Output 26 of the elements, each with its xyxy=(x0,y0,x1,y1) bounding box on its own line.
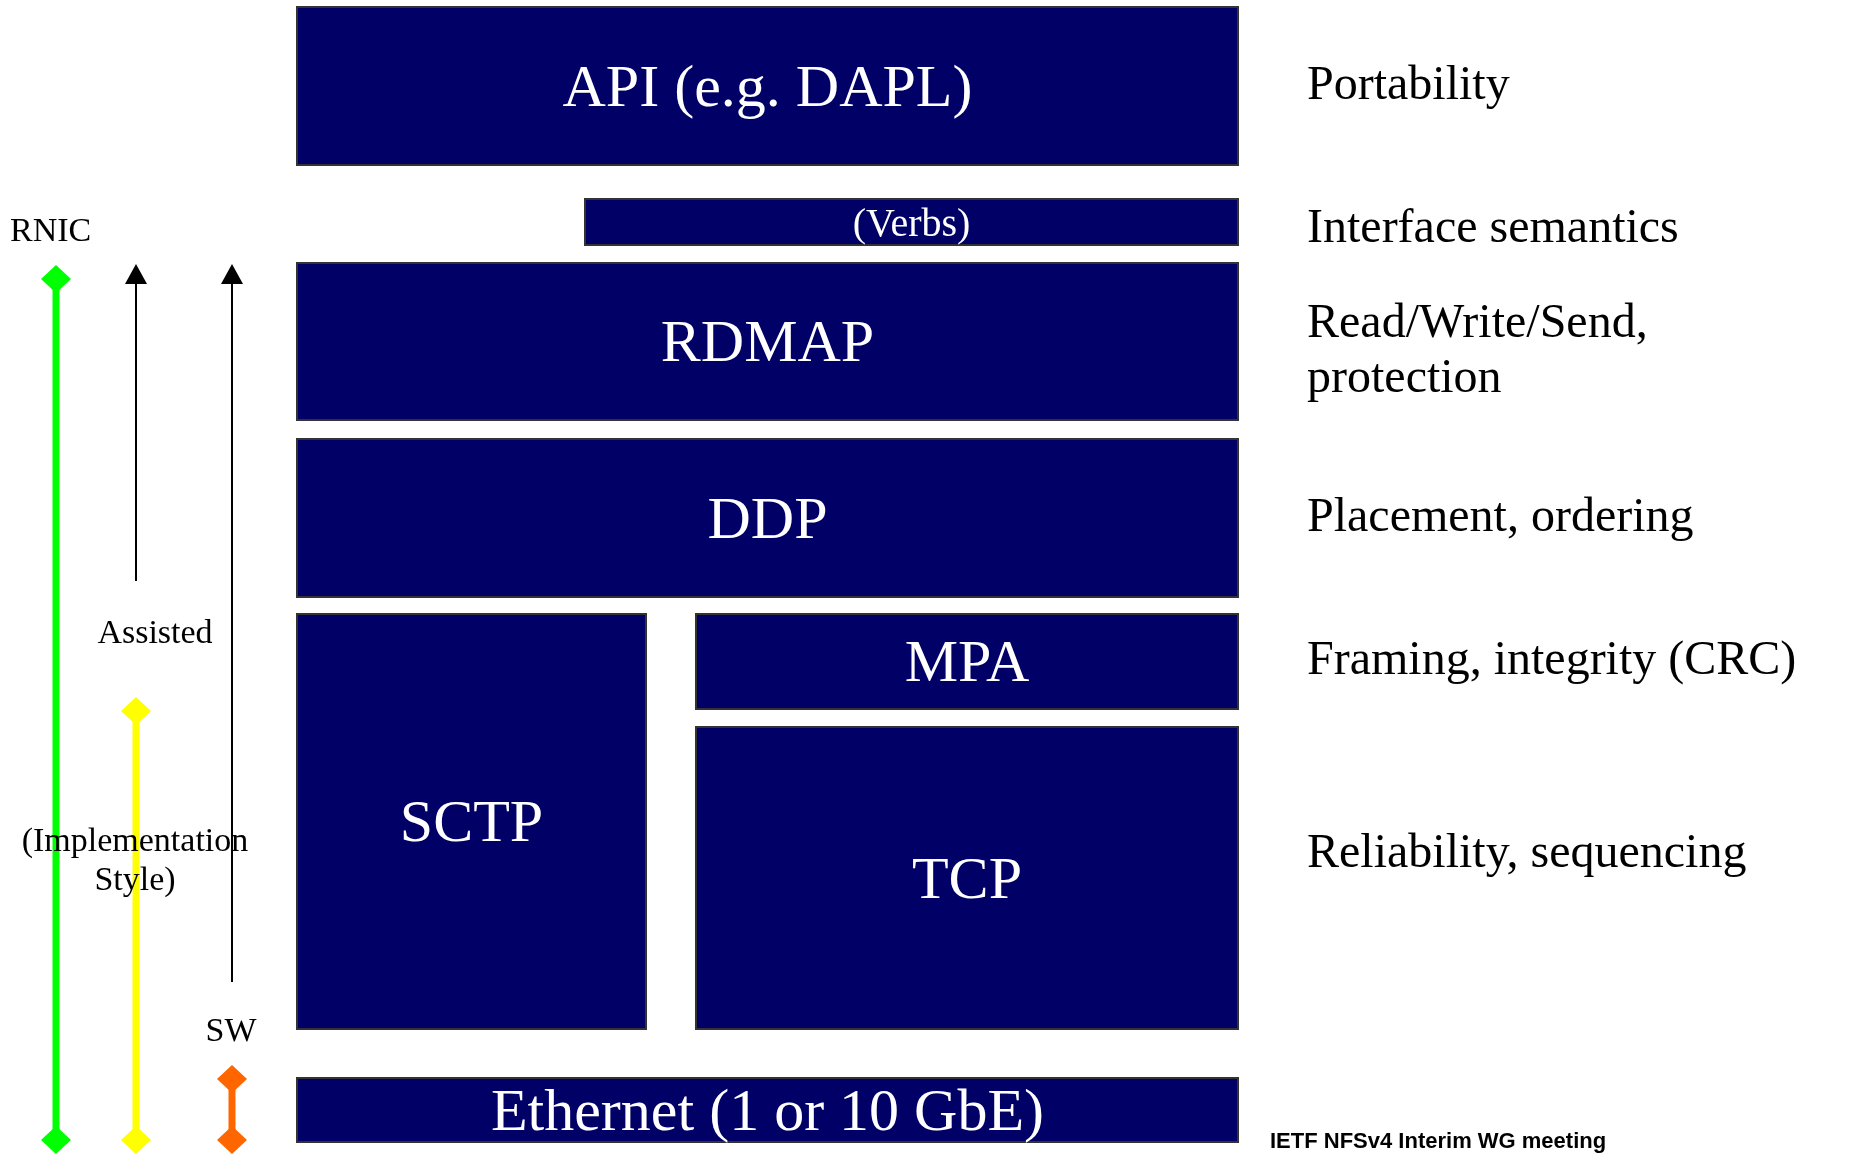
layer-description: Framing, integrity (CRC) xyxy=(1307,630,1798,686)
layer-description: Read/Write/Send, protection xyxy=(1307,293,1649,404)
protocol-layer-box xyxy=(695,726,1239,1030)
layer-name: MPA xyxy=(904,627,1030,696)
protocol-layer-box xyxy=(296,613,647,1030)
protocol-layer-box xyxy=(296,262,1239,421)
protocol-layer-box xyxy=(584,198,1239,246)
range-label: SW xyxy=(204,1010,258,1050)
layer-description: Interface semantics xyxy=(1307,198,1680,254)
layer-name: TCP xyxy=(911,843,1022,913)
layer-name: SCTP xyxy=(399,787,544,856)
protocol-layer-box xyxy=(296,1077,1239,1143)
layer-name: RDMAP xyxy=(660,307,875,376)
layer-name: API (e.g. DAPL) xyxy=(562,51,973,121)
protocol-layer-box xyxy=(296,6,1239,166)
footer-text: IETF NFSv4 Interim WG meeting xyxy=(1270,1128,1608,1154)
protocol-layer-box xyxy=(695,613,1239,710)
layer-description: Portability xyxy=(1307,55,1511,111)
range-label: RNIC xyxy=(10,210,93,250)
layer-description: Placement, ordering xyxy=(1307,487,1695,543)
layer-name: DDP xyxy=(707,483,828,553)
protocol-layer-box xyxy=(296,438,1239,598)
layer-name: Ethernet (1 or 10 GbE) xyxy=(490,1075,1045,1145)
axis-label: Assisted xyxy=(96,612,214,652)
layer-name: (Verbs) xyxy=(852,198,971,246)
layer-description: Reliability, sequencing xyxy=(1307,823,1748,879)
